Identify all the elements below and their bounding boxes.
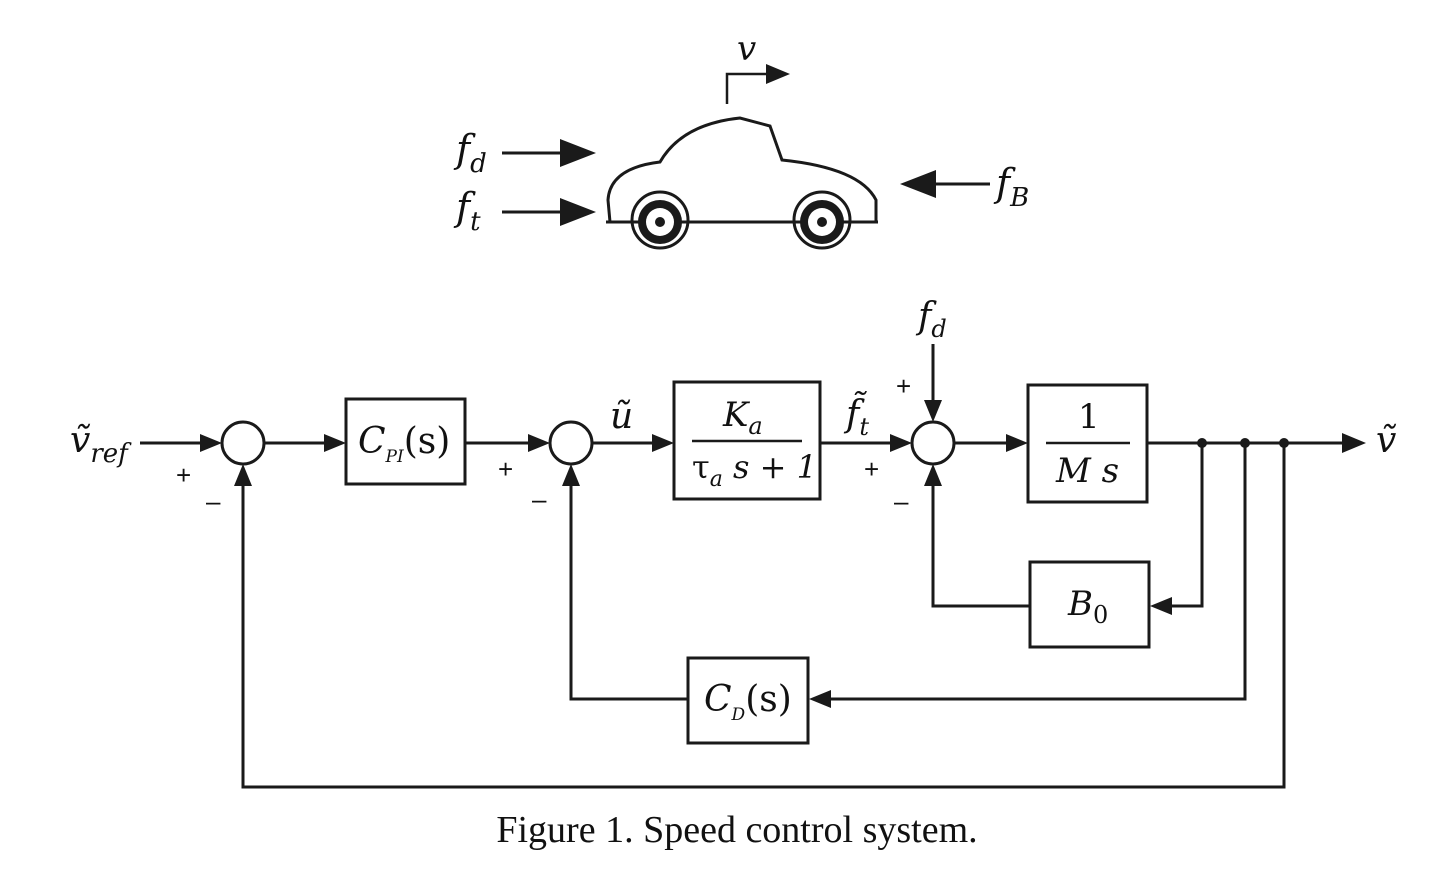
cd-feedback-out-line	[569, 482, 688, 701]
output-arrowhead	[1342, 433, 1366, 453]
front-wheel-hub	[655, 217, 665, 227]
velocity-arrow-head	[766, 64, 790, 84]
fd-force-label: fd	[453, 127, 487, 179]
b0-friction-label: B0	[1067, 584, 1108, 629]
disturbance-label: fd	[915, 296, 947, 343]
reference-input-label: ṽref	[70, 420, 132, 469]
b0-friction-block	[1028, 560, 1151, 649]
car-body	[606, 116, 878, 224]
outer-feedback-line	[241, 443, 1286, 789]
cpi-input-arrowhead	[324, 434, 346, 452]
plant-input-arrowhead	[1006, 434, 1028, 452]
cd-input-arrowhead	[809, 690, 831, 708]
summing-junction-1	[220, 420, 266, 466]
sum3-plus-top-sign: +	[896, 371, 911, 401]
cd-controller-label: CD(s)	[704, 679, 792, 725]
velocity-label: v	[737, 29, 756, 69]
sum2-input-arrowhead	[528, 434, 550, 452]
car-illustration: v fd ft fB	[453, 29, 1029, 250]
cd-feedback-in-line	[827, 443, 1247, 701]
fb-force-arrowhead	[900, 170, 936, 198]
summing-junction-2	[548, 420, 594, 466]
b0-feedback-in-line	[1168, 443, 1204, 608]
rear-wheel-hub	[817, 217, 827, 227]
cd-controller-block	[686, 656, 810, 745]
control-signal-label: ũ	[610, 396, 633, 437]
actuator-input-arrowhead	[652, 434, 674, 452]
sum1-minus-sign: –	[206, 486, 221, 516]
sum3-plus-left-sign: +	[864, 454, 879, 484]
figure-caption: Figure 1. Speed control system.	[496, 809, 977, 851]
block-diagram: ṽref + – CPI(s) + – ũ Ka τa s + 1 f̃t	[70, 296, 1397, 789]
fd-force-arrowhead	[560, 139, 596, 167]
ft-force-label: ft	[453, 185, 481, 237]
ref-arrowhead	[200, 434, 222, 452]
summing-junction-3	[910, 420, 956, 466]
actuator-denominator: τa s + 1	[692, 448, 817, 492]
cpi-controller-label: CPI(s)	[358, 421, 450, 467]
ft-force-arrowhead	[560, 198, 596, 226]
actuator-numerator: Ka	[722, 395, 763, 440]
b0-feedback-out-line	[931, 482, 1030, 608]
sum1-feedback-arrowhead	[234, 464, 252, 486]
sum1-plus-sign: +	[176, 460, 191, 490]
sum2-feedback-arrowhead	[562, 464, 580, 486]
sum3-minus-sign: –	[894, 486, 909, 516]
traction-force-label: f̃t	[843, 392, 869, 441]
plant-numerator: 1	[1078, 397, 1100, 437]
plant-denominator: M s	[1055, 451, 1119, 491]
sum3-input-arrowhead	[890, 434, 912, 452]
b0-input-arrowhead	[1150, 597, 1172, 615]
output-label: ṽ	[1376, 420, 1397, 461]
fb-force-label: fB	[993, 161, 1029, 213]
sum3-feedback-arrowhead	[924, 464, 942, 486]
velocity-arrow-line	[725, 72, 770, 104]
sum2-minus-sign: –	[532, 484, 547, 514]
sum2-plus-sign: +	[498, 454, 513, 484]
disturbance-arrowhead	[924, 400, 942, 422]
